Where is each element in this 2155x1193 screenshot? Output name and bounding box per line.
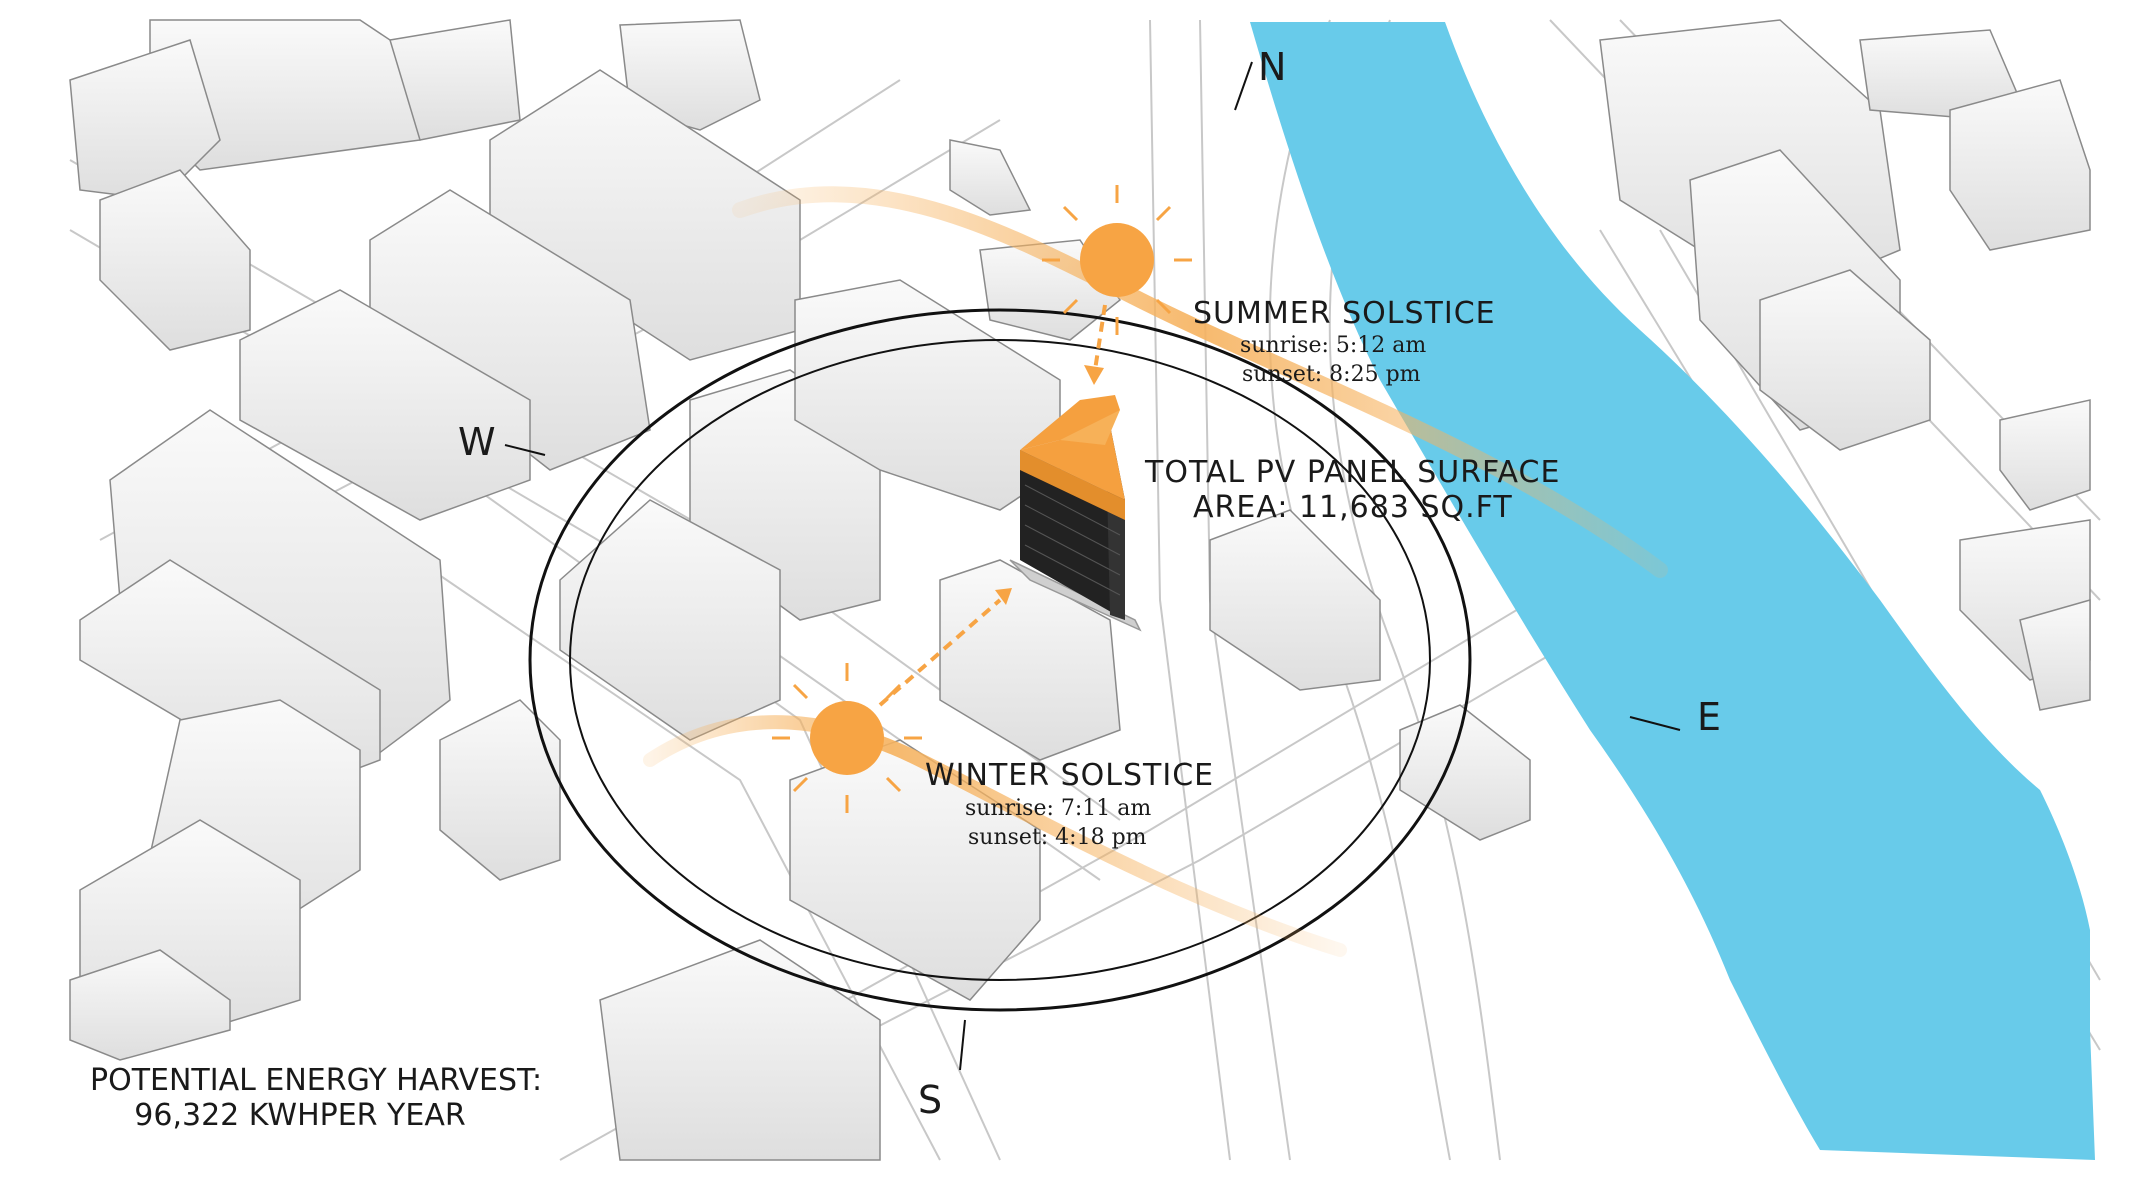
compass-east-label: E (1697, 695, 1722, 739)
summer-solstice-title: SUMMER SOLSTICE (1193, 296, 1496, 331)
buildings-layer (69, 19, 2091, 1161)
summer-sun-arrow (1093, 304, 1107, 371)
building-block (69, 949, 231, 1061)
winter-sun-arrow (878, 598, 1002, 707)
building-block (1999, 399, 2091, 511)
building-block (1949, 79, 2091, 251)
winter-sun-arrowhead (995, 588, 1012, 605)
building-block (99, 169, 251, 351)
building-block (949, 139, 1032, 216)
pv-surface-area: AREA: 11,683 SQ.FT (1193, 490, 1513, 525)
building-block (789, 739, 1041, 1001)
energy-harvest-label: POTENTIAL ENERGY HARVEST: (90, 1063, 543, 1098)
energy-harvest-value: 96,322 KWHPER YEAR (134, 1098, 466, 1133)
building-block (559, 499, 781, 741)
compass-west-label: W (458, 420, 496, 464)
summer-sun-arrowhead (1084, 365, 1104, 385)
summer-sunset: sunset: 8:25 pm (1242, 362, 1421, 387)
river (1250, 22, 2095, 1160)
compass-ring (504, 61, 1681, 1071)
building-block (69, 39, 221, 201)
building-block (389, 19, 521, 141)
winter-sunset: sunset: 4:18 pm (968, 825, 1147, 850)
winter-sunrise: sunrise: 7:11 am (965, 796, 1152, 821)
compass-north-label: N (1258, 45, 1287, 89)
building-block (439, 699, 561, 881)
summer-sunrise: sunrise: 5:12 am (1240, 333, 1427, 358)
building-block (2019, 599, 2091, 711)
building-block (1209, 509, 1381, 691)
pv-surface-title: TOTAL PV PANEL SURFACE (1145, 455, 1561, 490)
building-block (239, 289, 531, 521)
building-block (1759, 269, 1931, 451)
building-block (939, 559, 1121, 761)
summer-sun-path (732, 186, 1668, 578)
compass-south-label: S (918, 1078, 943, 1122)
winter-sun-path (643, 715, 1347, 957)
summer-sun-icon (1042, 185, 1192, 335)
building-block (1399, 704, 1531, 841)
building-block (599, 939, 881, 1161)
winter-solstice-title: WINTER SOLSTICE (925, 758, 1215, 793)
pv-tower (1009, 395, 1142, 632)
